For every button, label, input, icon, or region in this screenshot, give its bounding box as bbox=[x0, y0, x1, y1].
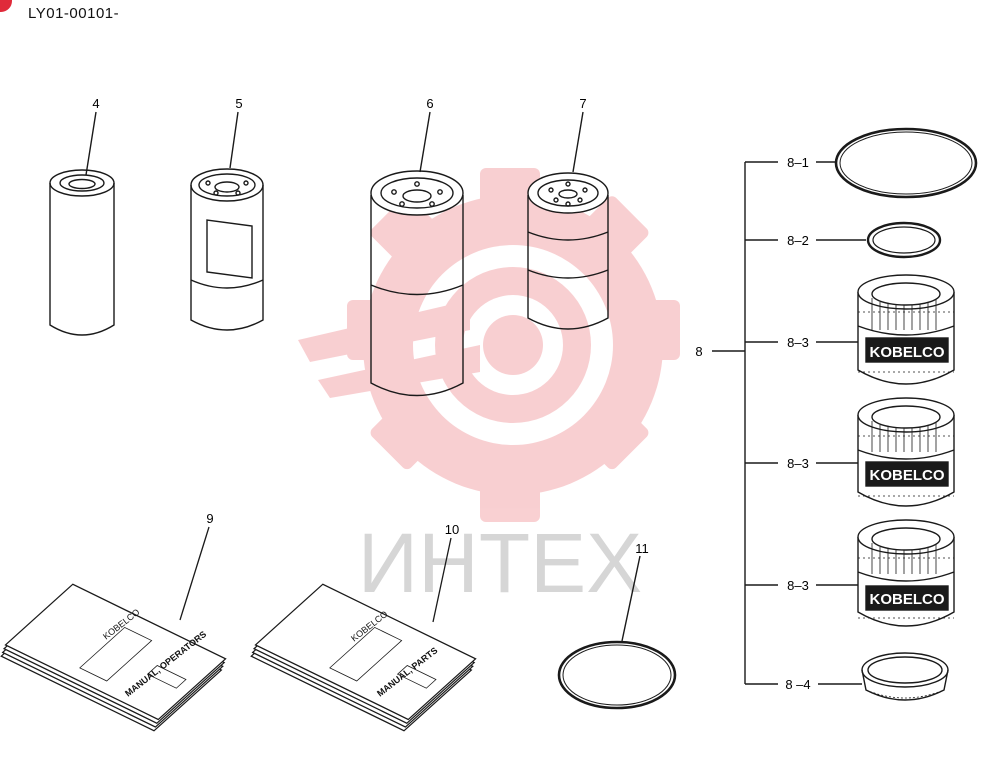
element-brand-c: KOBELCO bbox=[870, 591, 945, 608]
callout-8-3a: 8–3 bbox=[787, 335, 809, 350]
part-8-2-ring[interactable] bbox=[866, 221, 942, 259]
watermark-gear-logo bbox=[298, 168, 680, 522]
part-8-3-element-b[interactable] bbox=[857, 397, 955, 507]
part-5-filter[interactable] bbox=[190, 111, 264, 331]
part-8-3-element-a[interactable] bbox=[857, 274, 955, 385]
callout-8: 8 bbox=[695, 344, 702, 359]
callout-8-2: 8–2 bbox=[787, 233, 809, 248]
part-8-4-ring[interactable] bbox=[861, 652, 949, 701]
part-4-filter[interactable] bbox=[49, 111, 115, 336]
callout-5: 5 bbox=[235, 96, 242, 111]
element-brand-b: KOBELCO bbox=[870, 467, 945, 484]
part-7-filter[interactable] bbox=[527, 111, 609, 330]
document-code: LY01-00101- bbox=[28, 5, 120, 22]
part-8-3-element-c[interactable] bbox=[857, 519, 955, 627]
callout-7: 7 bbox=[579, 96, 586, 111]
callout-8-1: 8–1 bbox=[787, 155, 809, 170]
part-6-filter[interactable] bbox=[370, 111, 464, 397]
callout-10: 10 bbox=[445, 522, 459, 537]
callout-4: 4 bbox=[92, 96, 99, 111]
callout-11: 11 bbox=[635, 541, 649, 556]
callout-9: 9 bbox=[206, 511, 213, 526]
callout-8-3b: 8–3 bbox=[787, 456, 809, 471]
part-8-1-o-ring[interactable] bbox=[834, 127, 978, 199]
element-brand-a: KOBELCO bbox=[870, 344, 945, 361]
part-10-parts-manual[interactable] bbox=[246, 537, 481, 732]
callout-8-3c: 8–3 bbox=[787, 578, 809, 593]
part-8-bracket bbox=[712, 161, 866, 685]
callout-6: 6 bbox=[426, 96, 433, 111]
callout-8-4: 8 –4 bbox=[785, 677, 810, 692]
watermark-text: ИНТЕХ bbox=[358, 516, 642, 610]
part-11-o-ring[interactable] bbox=[557, 555, 677, 710]
part-9-operators-manual[interactable] bbox=[0, 526, 231, 732]
